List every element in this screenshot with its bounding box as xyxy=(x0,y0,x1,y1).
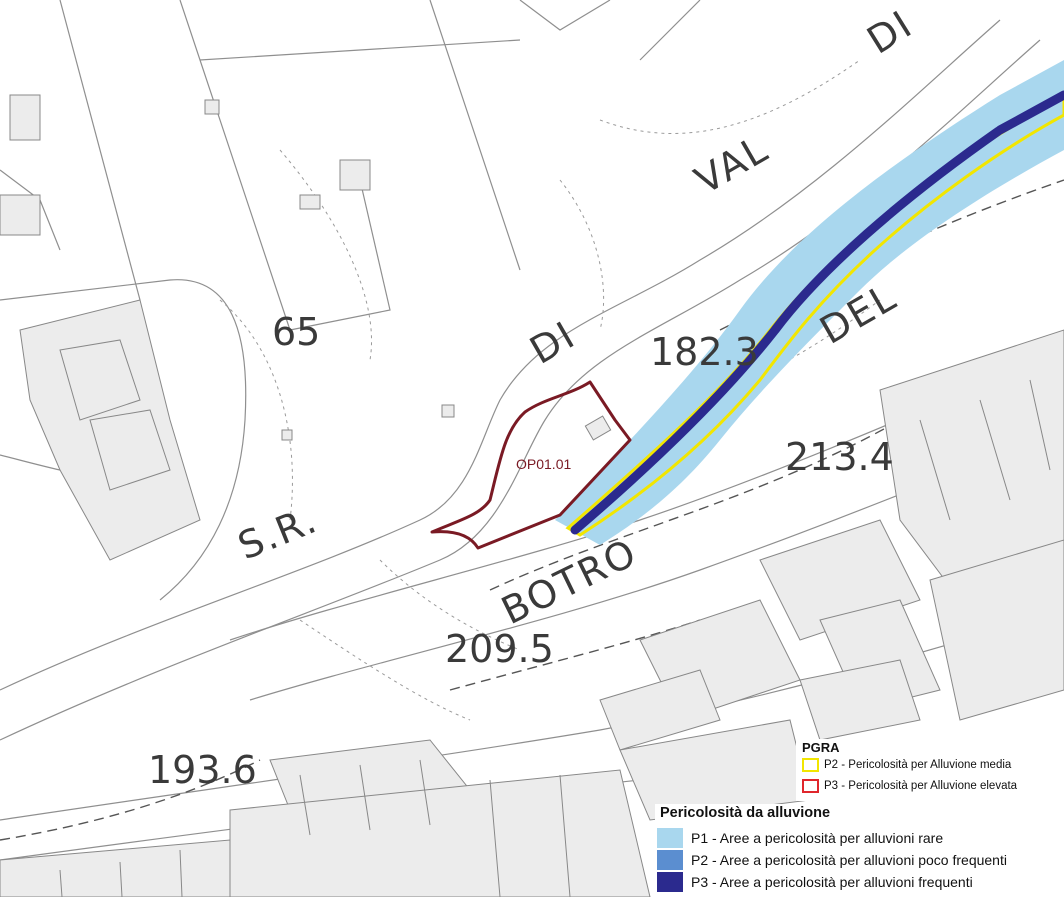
pgra-p2-swatch xyxy=(802,758,819,772)
legend-hazard-item-p2: P2 - Aree a pericolosità per alluvioni p… xyxy=(657,850,1007,870)
site-op0101-polygon[interactable] xyxy=(430,380,632,550)
legend-hazard-item-p2-label: P2 - Aree a pericolosità per alluvioni p… xyxy=(691,852,1007,868)
site-building xyxy=(584,415,612,441)
road-label-di-mid: DI xyxy=(523,312,584,372)
dashed-boundaries xyxy=(0,179,1064,841)
legend-pgra-item-p3-label: P3 - Pericolosità per Alluvione elevata xyxy=(824,780,1018,792)
elevation-209-5: 209.5 xyxy=(445,627,554,671)
buildings xyxy=(0,94,1064,897)
road-label-di-top: DI xyxy=(859,2,920,63)
road-label-botro: BOTRO xyxy=(495,530,644,633)
elevation-65: 65 xyxy=(272,310,320,354)
legend-hazard-item-p1: P1 - Aree a pericolosità per alluvioni r… xyxy=(657,828,943,848)
hazard-p3-swatch xyxy=(657,872,683,892)
elevation-182-3: 182.3 xyxy=(650,330,759,374)
contour-lines xyxy=(219,59,881,721)
legend-hazard-item-p3: P3 - Aree a pericolosità per alluvioni f… xyxy=(657,872,973,892)
legend-pgra-title: PGRA xyxy=(802,740,840,755)
hazard-p3-area xyxy=(570,90,1064,535)
legend-pgra-item-p3: P3 - Pericolosità per Alluvione elevata xyxy=(802,779,1017,793)
legend-pgra-item-p2: P2 - Pericolosità per Alluvione media xyxy=(802,758,1011,772)
pgra-p3-swatch xyxy=(802,779,819,793)
road-label-sr: S.R. xyxy=(232,497,324,568)
legend-hazard-item-p1-label: P1 - Aree a pericolosità per alluvioni r… xyxy=(691,830,944,846)
site-label: OP01.01 xyxy=(516,456,571,472)
legend-pgra: PGRA P2 - Pericolosità per Alluvione med… xyxy=(796,739,1064,801)
elevation-193-6: 193.6 xyxy=(148,748,257,792)
building-subdivisions xyxy=(59,379,1051,897)
hazard-p1-swatch xyxy=(657,828,683,848)
hazard-p2-swatch xyxy=(657,850,683,870)
legend-pgra-item-p2-label: P2 - Pericolosità per Alluvione media xyxy=(824,759,1012,771)
legend-hazard: Pericolosità da alluvione P1 - Aree a pe… xyxy=(655,804,1064,897)
legend-hazard-title: Pericolosità da alluvione xyxy=(660,805,831,821)
elevation-213-4: 213.4 xyxy=(785,435,894,479)
road-label-val: VAL xyxy=(688,126,776,202)
legend-hazard-item-p3-label: P3 - Aree a pericolosità per alluvioni f… xyxy=(691,874,973,890)
